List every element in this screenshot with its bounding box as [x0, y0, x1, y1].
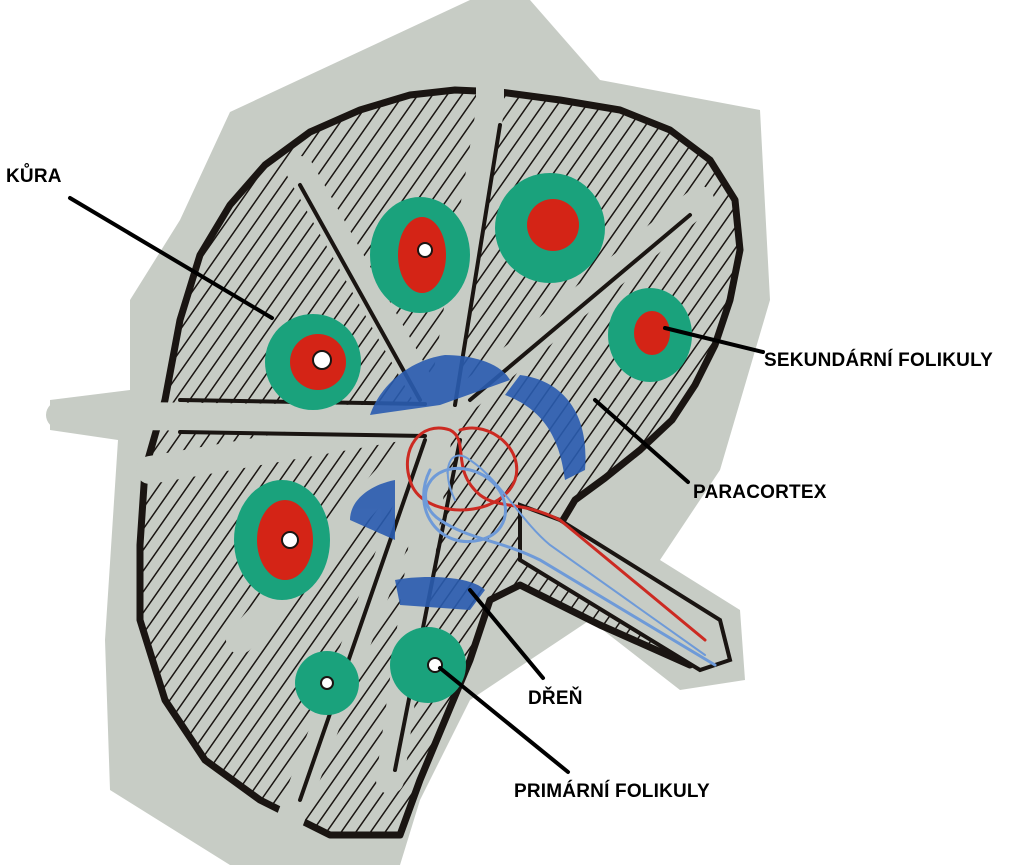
leader-paracortex — [593, 398, 690, 484]
label-paracortex: PARACORTEX — [693, 482, 827, 503]
leader-lines — [68, 196, 765, 774]
primary-follicle-1 — [295, 651, 359, 715]
medulla — [350, 355, 586, 610]
label-primarni-folikuly: PRIMÁRNÍ FOLIKULY — [514, 781, 710, 802]
label-kura: KŮRA — [6, 166, 62, 187]
secondary-follicle-1 — [265, 314, 361, 410]
secondary-follicle-5 — [234, 480, 330, 600]
secondary-follicle-2 — [370, 197, 470, 313]
secondary-follicle-3 — [495, 173, 605, 283]
leader-sekundarni — [663, 326, 765, 354]
leader-dren — [468, 588, 545, 680]
secondary-follicle-4 — [608, 288, 692, 382]
leader-kura — [68, 196, 274, 320]
label-dren: DŘEŇ — [528, 688, 583, 709]
primary-follicle-2 — [390, 627, 466, 703]
leader-primarni — [438, 666, 570, 774]
label-sekundarni-folikuly: SEKUNDÁRNÍ FOLIKULY — [764, 350, 993, 371]
blood-vessels — [405, 426, 717, 667]
